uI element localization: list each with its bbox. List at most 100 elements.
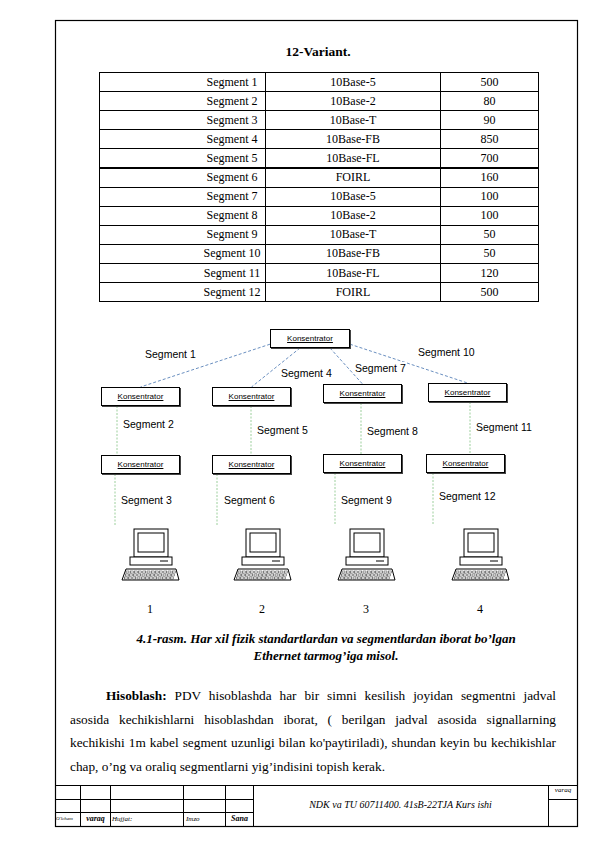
computer: 3 bbox=[328, 525, 408, 620]
table-cell: 700 bbox=[440, 148, 539, 168]
hub-box: Konsentrator bbox=[428, 383, 507, 402]
hub-box: Konsentrator bbox=[101, 455, 180, 474]
stamp-text: varaq bbox=[81, 814, 110, 823]
table-cell: 100 bbox=[440, 187, 539, 207]
cell-text: 10Base-FL bbox=[326, 151, 379, 166]
hub-label: Konsentrator bbox=[443, 459, 489, 468]
table-cell: 120 bbox=[440, 263, 539, 283]
computer: 2 bbox=[208, 525, 298, 620]
cell-text: Segment 9 bbox=[207, 227, 258, 242]
table-cell: 10Base-FL bbox=[265, 148, 441, 168]
table-cell: 850 bbox=[440, 129, 539, 149]
cell-text: Segment 12 bbox=[204, 285, 261, 300]
table-cell: 10Base-T bbox=[265, 225, 441, 245]
hub-label: Konsentrator bbox=[445, 388, 491, 397]
hub-label: Konsentrator bbox=[118, 392, 164, 401]
table-cell: 500 bbox=[440, 72, 539, 92]
computer-number: 3 bbox=[363, 602, 369, 617]
segment-label: Segment 10 bbox=[417, 346, 476, 358]
cell-text: 160 bbox=[481, 170, 499, 185]
cell-text: Segment 2 bbox=[207, 94, 258, 109]
table-cell: 10Base-5 bbox=[265, 72, 441, 92]
table-cell: 10Base-2 bbox=[265, 206, 441, 226]
table-cell: 10Base-FB bbox=[265, 244, 441, 264]
cell-text: Segment 3 bbox=[207, 113, 258, 128]
stamp-text: Sana bbox=[226, 814, 253, 823]
cell-text: 700 bbox=[481, 151, 499, 166]
stamp-text: Hujjat: bbox=[112, 815, 172, 823]
table-cell: 50 bbox=[440, 225, 539, 245]
computer-icon bbox=[232, 527, 292, 583]
table-cell: 500 bbox=[440, 282, 539, 302]
segment-cable bbox=[470, 402, 471, 454]
cell-text: 10Base-FL bbox=[326, 266, 379, 281]
table-cell: 10Base-FB bbox=[265, 129, 441, 149]
stamp-text: O'lcham bbox=[56, 816, 80, 821]
segment-label: Segment 6 bbox=[223, 494, 276, 506]
cell-text: 10Base-5 bbox=[330, 75, 375, 90]
table-cell: 10Base-FL bbox=[265, 263, 441, 283]
segment-label: Segment 8 bbox=[366, 425, 419, 437]
table-cell: 50 bbox=[440, 244, 539, 264]
hub-box: Konsentrator bbox=[323, 384, 402, 403]
cell-text: 10Base-FB bbox=[326, 132, 380, 147]
hub-box: Konsentrator bbox=[270, 329, 350, 348]
computer-number: 1 bbox=[147, 602, 153, 617]
cell-text: Segment 8 bbox=[207, 208, 258, 223]
segment-cable bbox=[217, 474, 218, 525]
segment-label: Segment 12 bbox=[438, 490, 497, 502]
segment-label: Segment 5 bbox=[256, 424, 309, 436]
cell-text: FOIRL bbox=[336, 170, 371, 185]
stamp-text: Imzo bbox=[186, 815, 224, 823]
cell-text: 850 bbox=[481, 132, 499, 147]
cell-text: 50 bbox=[484, 227, 496, 242]
cell-text: 10Base-2 bbox=[330, 208, 375, 223]
cell-text: 120 bbox=[481, 266, 499, 281]
cell-text: 10Base-5 bbox=[330, 189, 375, 204]
segment-cable bbox=[251, 406, 252, 455]
cell-text: 90 bbox=[484, 113, 496, 128]
table-cell: 90 bbox=[440, 110, 539, 130]
paragraph: Hisoblash: PDV hisoblashda har bir simni… bbox=[70, 684, 556, 778]
cell-text: 500 bbox=[481, 285, 499, 300]
cell-text: Segment 5 bbox=[207, 151, 258, 166]
cell-text: 10Base-T bbox=[330, 227, 377, 242]
cell-text: 100 bbox=[481, 189, 499, 204]
hub-label: Konsentrator bbox=[229, 460, 275, 469]
hub-label: Konsentrator bbox=[118, 460, 164, 469]
table-cell: FOIRL bbox=[265, 282, 441, 302]
segment-label: Segment 3 bbox=[120, 494, 173, 506]
stamp-text: varaq bbox=[548, 786, 578, 794]
cell-text: Segment 4 bbox=[207, 132, 258, 147]
table-cell: FOIRL bbox=[265, 168, 441, 188]
stamp-text: NDK va TU 60711400. 41sB-22TJA Kurs ishi bbox=[253, 799, 548, 810]
hub-label: Konsentrator bbox=[229, 392, 275, 401]
hub-label: Konsentrator bbox=[287, 334, 333, 343]
cell-text: 500 bbox=[481, 75, 499, 90]
table-cell: 10Base-T bbox=[265, 110, 441, 130]
table-cell: 100 bbox=[440, 206, 539, 226]
segment-label: Segment 2 bbox=[122, 418, 175, 430]
segment-cable bbox=[433, 473, 434, 525]
hub-box: Konsentrator bbox=[101, 387, 180, 406]
segment-label: Segment 11 bbox=[475, 421, 533, 433]
page-title: 12-Variant. bbox=[0, 44, 595, 60]
segment-label: Segment 1 bbox=[144, 348, 197, 360]
table-cell: 160 bbox=[440, 168, 539, 188]
segment-cable bbox=[117, 406, 118, 455]
segment-cable bbox=[115, 474, 116, 525]
paragraph-heading: Hisoblash: bbox=[106, 688, 167, 703]
hub-box: Konsentrator bbox=[323, 454, 402, 473]
cell-text: FOIRL bbox=[336, 285, 371, 300]
hub-box: Konsentrator bbox=[212, 387, 291, 406]
segment-cable bbox=[335, 473, 336, 525]
cell-text: Segment 7 bbox=[207, 189, 258, 204]
segment-cable bbox=[141, 344, 271, 387]
table-cell: 10Base-2 bbox=[265, 91, 441, 111]
computer-number: 4 bbox=[477, 602, 483, 617]
segment-label: Segment 9 bbox=[340, 494, 393, 506]
figure-caption: 4.1-rasm. Har xil fizik standartlardan v… bbox=[112, 630, 540, 664]
segment-label: Segment 4 bbox=[280, 367, 333, 379]
cell-text: 50 bbox=[484, 246, 496, 261]
computer-icon bbox=[120, 527, 180, 583]
